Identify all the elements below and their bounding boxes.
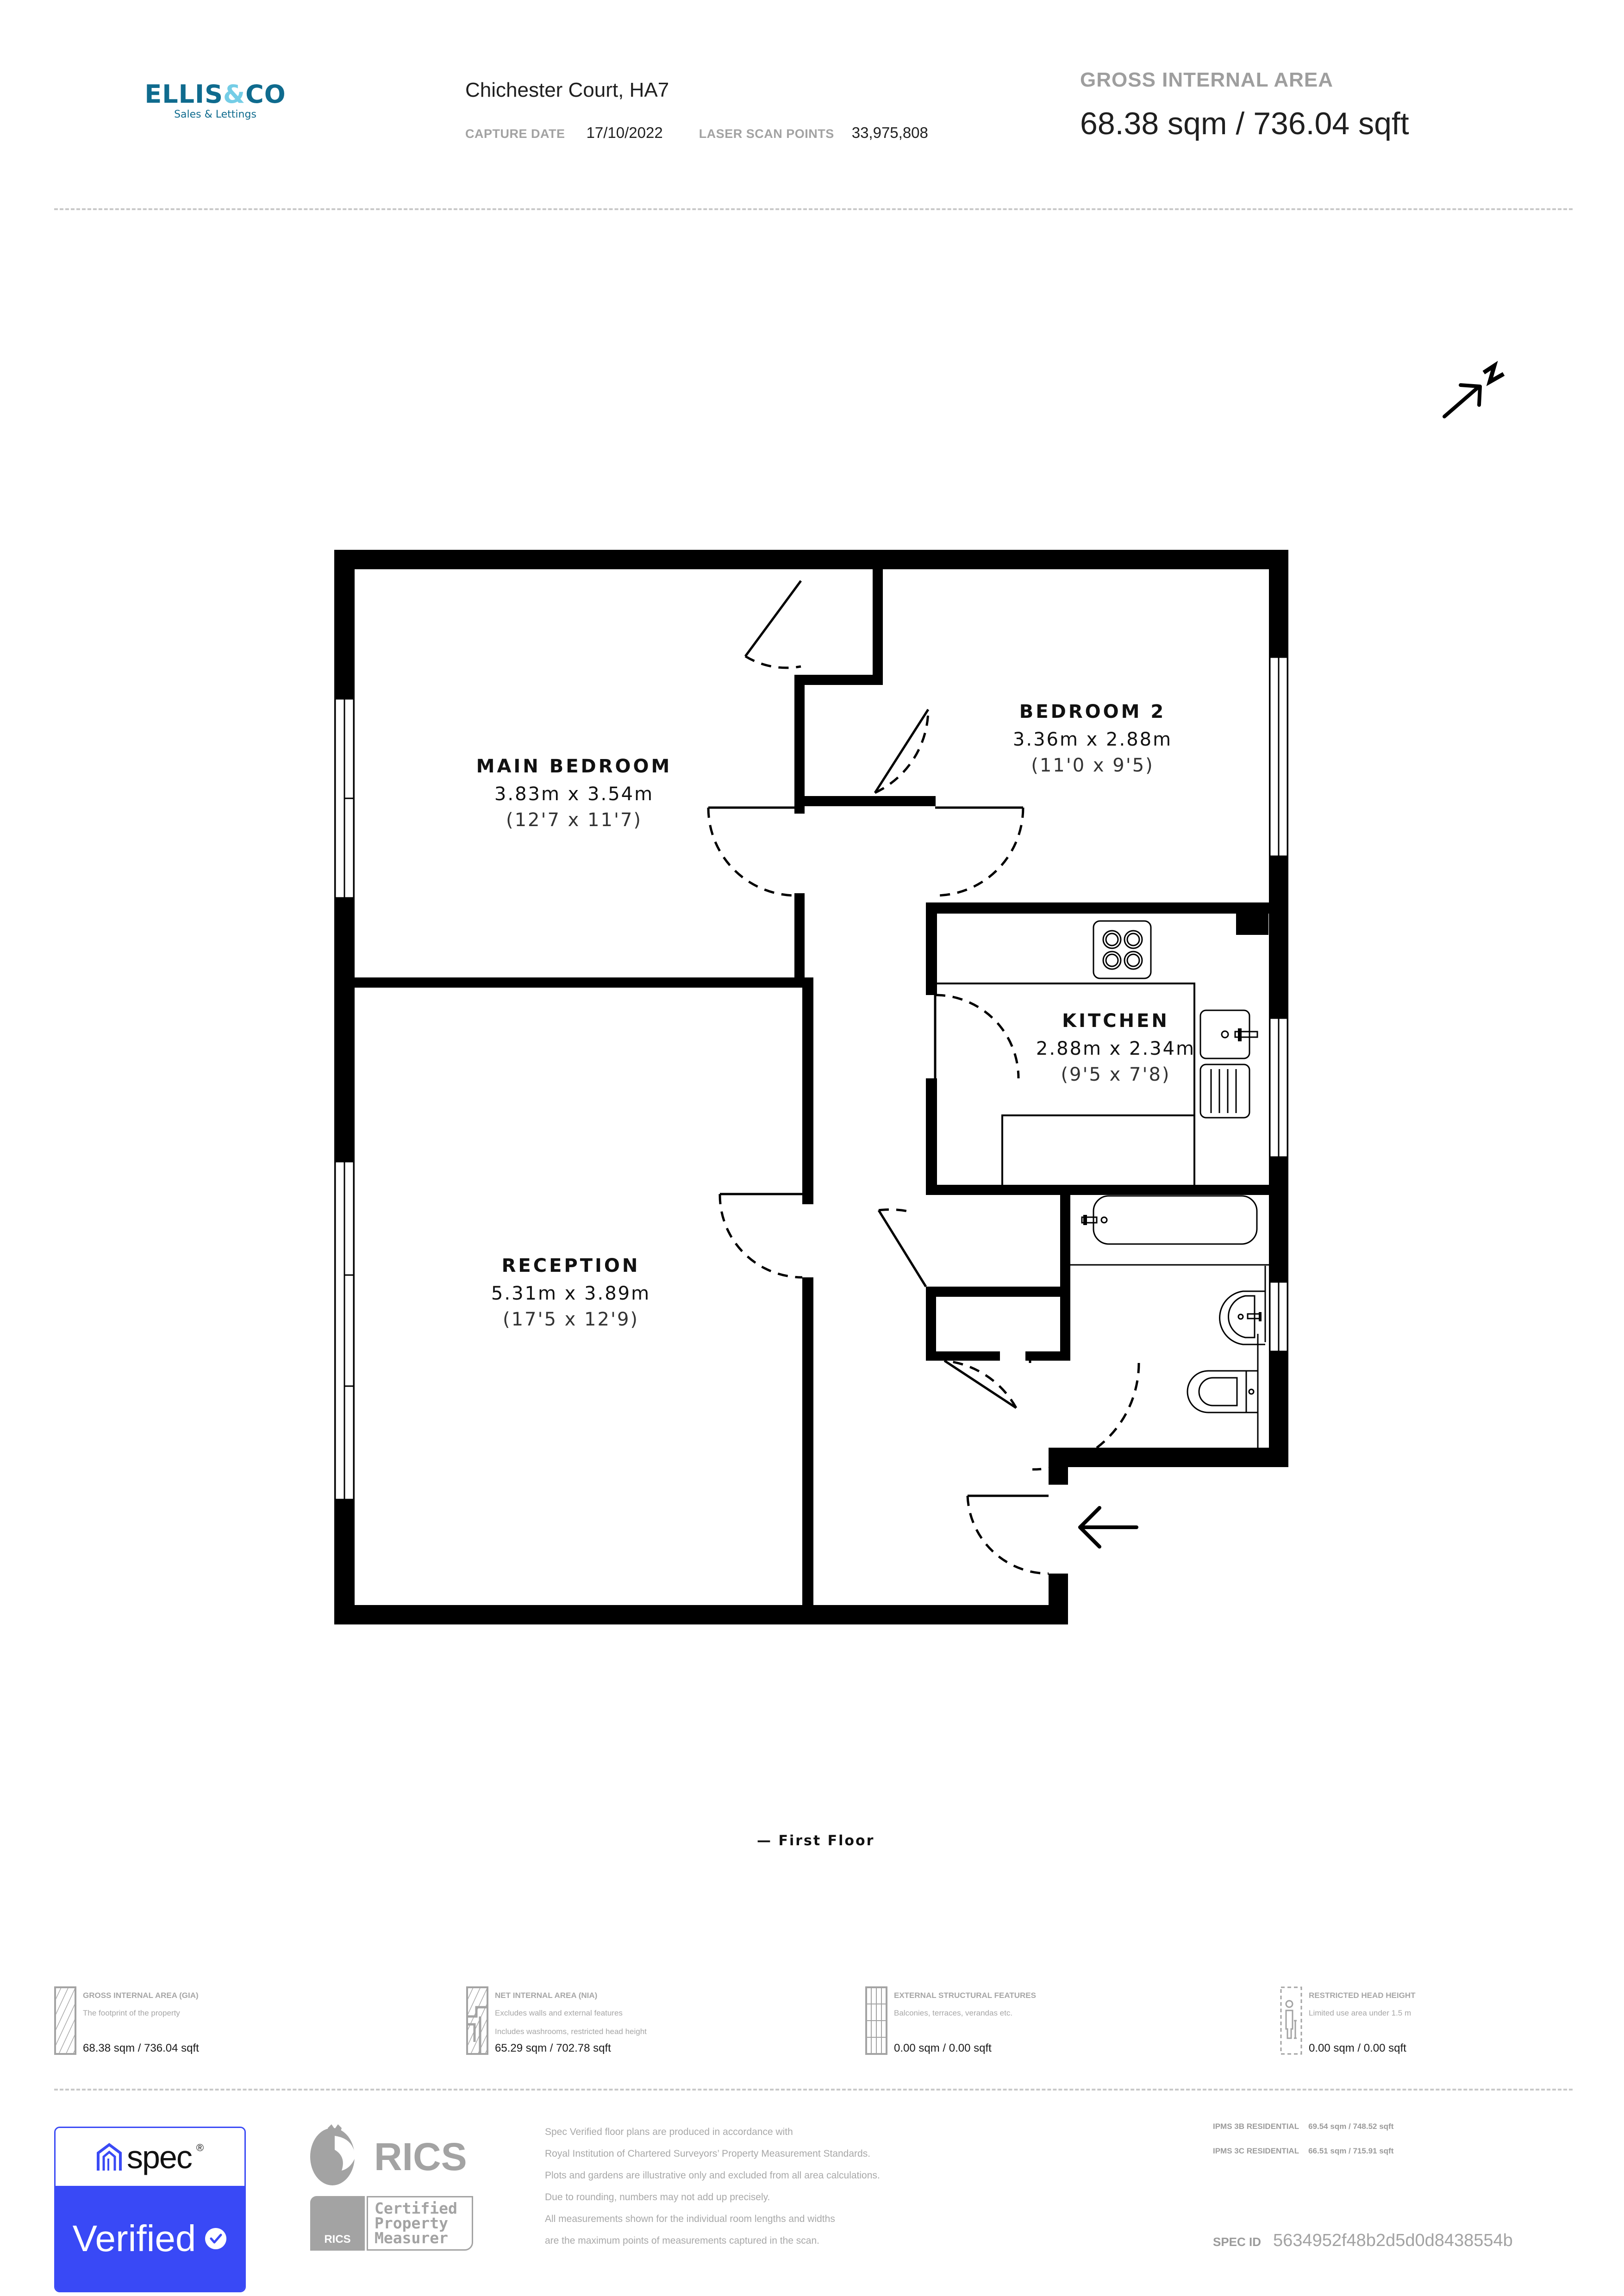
ipms-3c: IPMS 3C RESIDENTIAL 66.51 sqm / 715.91 sq…	[1213, 2147, 1393, 2156]
logo-tagline: Sales & Lettings	[174, 109, 256, 120]
room-name: KITCHEN	[1062, 1010, 1169, 1032]
spec-reg-mark: ®	[196, 2141, 204, 2153]
capture-meta: CAPTURE DATE 17/10/2022 LASER SCAN POINT…	[465, 124, 928, 142]
legend-value: 0.00 sqm / 0.00 sqft	[1309, 2042, 1406, 2054]
laser-scan-value: 33,975,808	[851, 124, 928, 141]
rics-lion-icon	[310, 2124, 356, 2185]
room-kitchen: KITCHEN 2.88m x 2.34m (9'5 x 7'8)	[977, 1010, 1255, 1085]
legend-desc: Balconies, terraces, verandas etc.	[894, 2009, 1013, 2017]
legend-title: NET INTERNAL AREA (NIA)	[495, 1991, 598, 2000]
room-metric: 5.31m x 3.89m	[491, 1283, 651, 1304]
check-circle-icon	[205, 2228, 227, 2249]
legend-value: 0.00 sqm / 0.00 sqft	[894, 2042, 992, 2054]
rics-cert-line: Certified	[375, 2199, 457, 2217]
legend-external-features: EXTERNAL STRUCTURAL FEATURES Balconies, …	[865, 1986, 1036, 2055]
room-name: RECEPTION	[501, 1255, 640, 1276]
logo-brand-amp: &	[223, 80, 246, 109]
spec-wordmark: spec	[126, 2139, 193, 2175]
ipms-label: IPMS 3B RESIDENTIAL	[1213, 2122, 1299, 2131]
header-divider	[54, 208, 1573, 210]
rics-cert-line: Property	[375, 2214, 448, 2232]
hob-icon	[1093, 920, 1152, 979]
laser-scan-label: LASER SCAN POINTS	[699, 127, 834, 141]
verified-label: Verified	[72, 2217, 196, 2259]
disclaimer-line: Spec Verified floor plans are produced i…	[545, 2127, 793, 2137]
capture-date-value: 17/10/2022	[586, 124, 663, 141]
rics-logo: RICS RICS Certified Property Measurer	[309, 2120, 485, 2251]
room-imperial: (11'0 x 9'5)	[1031, 755, 1154, 776]
floor-label: — First Floor	[757, 1833, 875, 1849]
property-title: Chichester Court, HA7	[465, 79, 669, 101]
legend-desc-2: Includes washrooms, restricted head heig…	[495, 2027, 647, 2036]
disclaimer-line: Due to rounding, numbers may not add up …	[545, 2192, 770, 2203]
spec-house-icon	[96, 2142, 122, 2171]
ipms-3b: IPMS 3B RESIDENTIAL 69.54 sqm / 748.52 sq…	[1213, 2122, 1393, 2131]
entrance-arrow-icon	[1078, 1506, 1138, 1549]
legend-value: 68.38 sqm / 736.04 sqft	[83, 2042, 199, 2054]
spec-id-label: SPEC ID	[1213, 2235, 1262, 2249]
room-imperial: (12'7 x 11'7)	[506, 809, 642, 831]
legend-gia: GROSS INTERNAL AREA (GIA) The footprint …	[54, 1986, 199, 2055]
disclaimer: Spec Verified floor plans are produced i…	[545, 2121, 880, 2252]
legend-title: GROSS INTERNAL AREA (GIA)	[83, 1991, 199, 2000]
room-main-bedroom: MAIN BEDROOM 3.83m x 3.54m (12'7 x 11'7)	[435, 756, 713, 831]
restricted-head-height-icon	[1280, 1986, 1302, 2055]
capture-date-label: CAPTURE DATE	[465, 127, 565, 141]
room-metric: 3.83m x 3.54m	[494, 784, 654, 805]
ipms-value: 69.54 sqm / 748.52 sqft	[1308, 2122, 1394, 2131]
logo-brand-left: ELLIS	[144, 80, 224, 109]
gia-header-value: 68.38 sqm / 736.04 sqft	[1080, 106, 1409, 141]
rics-wordmark: RICS	[374, 2135, 467, 2178]
room-metric: 2.88m x 2.34m	[1036, 1038, 1196, 1059]
rics-small-wordmark: RICS	[324, 2233, 351, 2246]
room-imperial: (17'5 x 12'9)	[503, 1309, 639, 1330]
gia-header-label: GROSS INTERNAL AREA	[1080, 68, 1334, 91]
nia-hatch-icon	[466, 1986, 488, 2055]
legend-desc: Limited use area under 1.5 m	[1309, 2009, 1412, 2017]
legend-value: 65.29 sqm / 702.78 sqft	[495, 2042, 611, 2054]
spec-id: SPEC ID 5634952f48b2d5d0d8438554b	[1213, 2231, 1513, 2251]
disclaimer-line: Royal Institution of Chartered Surveyors…	[545, 2148, 871, 2159]
compass	[1435, 352, 1518, 426]
room-name: BEDROOM 2	[1019, 701, 1166, 722]
brand-logo: ELLIS&CO Sales & Lettings	[141, 80, 289, 120]
rics-certified-badge: RICS Certified Property Measurer	[310, 2196, 473, 2251]
external-features-grid-icon	[865, 1986, 887, 2055]
legend-desc: Excludes walls and external features	[495, 2009, 623, 2017]
room-imperial: (9'5 x 7'8)	[1061, 1064, 1171, 1085]
rics-cert-line: Measurer	[375, 2229, 448, 2247]
legend-restricted-head-height: RESTRICTED HEAD HEIGHT Limited use area …	[1280, 1986, 1415, 2055]
room-bedroom-2: BEDROOM 2 3.36m x 2.88m (11'0 x 9'5)	[954, 701, 1231, 776]
legend-nia: NET INTERNAL AREA (NIA) Excludes walls a…	[466, 1986, 647, 2055]
ipms-value: 66.51 sqm / 715.91 sqft	[1308, 2147, 1394, 2155]
legend-title: EXTERNAL STRUCTURAL FEATURES	[894, 1991, 1036, 2000]
floor-plan-drawing	[334, 550, 1288, 1624]
logo-brand-right: CO	[245, 80, 286, 109]
spec-verified-badge: spec® Verified	[54, 2127, 246, 2292]
disclaimer-line: are the maximum points of measurements c…	[545, 2235, 819, 2246]
legend-title: RESTRICTED HEAD HEIGHT	[1309, 1991, 1416, 2000]
north-arrow-icon	[1443, 361, 1505, 418]
gia-hatch-icon	[54, 1986, 76, 2055]
ipms-label: IPMS 3C RESIDENTIAL	[1213, 2147, 1299, 2155]
room-name: MAIN BEDROOM	[476, 756, 672, 777]
floor-plan	[334, 550, 1288, 1624]
spec-id-value: 5634952f48b2d5d0d8438554b	[1273, 2231, 1513, 2250]
room-metric: 3.36m x 2.88m	[1012, 729, 1173, 750]
footer-divider	[54, 2089, 1573, 2091]
legend-desc: The footprint of the property	[83, 2009, 180, 2017]
room-reception: RECEPTION 5.31m x 3.89m (17'5 x 12'9)	[432, 1255, 710, 1330]
disclaimer-line: Plots and gardens are illustrative only …	[545, 2170, 880, 2181]
disclaimer-line: All measurements shown for the individua…	[545, 2214, 835, 2224]
